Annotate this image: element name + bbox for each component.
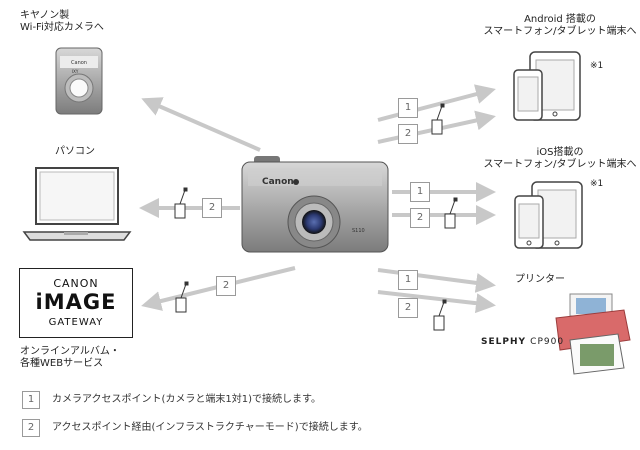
arrow-to-android-1 (377, 84, 496, 122)
badge-android-1: 1 (398, 98, 418, 118)
note-android: ※1 (590, 61, 604, 71)
badge-ios-1: 1 (410, 182, 430, 202)
printer-brand-name: SELPHY (481, 337, 527, 347)
arrow-to-wifi-camera (141, 97, 261, 152)
badge-printer-1: 1 (398, 270, 418, 290)
laptop-image (22, 167, 132, 241)
small-camera-brand: Canon (71, 60, 87, 66)
access-point-icon (433, 299, 447, 331)
arrow-to-printer-2 (377, 290, 496, 314)
printer-image (555, 293, 631, 375)
image-gateway-logo: CANON iMAGE GATEWAY (19, 268, 133, 338)
badge-ios-2: 2 (410, 208, 430, 228)
access-point-icon (175, 281, 189, 313)
small-camera-logo: IXY (72, 69, 79, 74)
badge-printer-2: 2 (398, 298, 418, 318)
badge-gateway: 2 (216, 276, 236, 296)
label-gateway-caption: オンラインアルバム・ 各種WEBサービス (20, 346, 120, 369)
printer-brand-model: CP900 (530, 337, 565, 347)
legend-text-1: カメラアクセスポイント(カメラと端末1対1)で接続します。 (52, 394, 322, 405)
badge-android-2: 2 (398, 124, 418, 144)
camera-brand: Canon (262, 177, 294, 187)
gateway-line1: CANON (53, 277, 99, 290)
camera-model: S110 (352, 228, 365, 234)
legend-text-2: アクセスポイント経由(インフラストラクチャーモード)で接続します。 (52, 422, 368, 433)
ios-devices-image (514, 181, 583, 249)
label-ios: iOS搭載の スマートフォン/タブレット端末へ (483, 147, 637, 170)
printer-brand: SELPHY CP900 (481, 337, 564, 347)
label-android: Android 搭載の スマートフォン/タブレット端末へ (483, 14, 637, 37)
note-ios: ※1 (590, 179, 604, 189)
gateway-line2: iMAGE (35, 290, 117, 314)
access-point-icon (174, 187, 188, 219)
legend-num-1: 1 (22, 391, 40, 409)
access-point-icon (444, 197, 458, 229)
wifi-camera-image: Canon IXY (55, 47, 103, 115)
label-printer: プリンター (515, 274, 565, 285)
legend-num-2: 2 (22, 419, 40, 437)
access-point-icons (174, 103, 458, 331)
arrow-to-printer-1 (377, 268, 496, 293)
main-camera-image: Canon S110 (241, 156, 389, 253)
access-point-icon (431, 103, 445, 135)
gateway-line3: GATEWAY (48, 317, 104, 328)
android-devices-image (513, 51, 581, 121)
label-wifi-camera: キヤノン製 Wi-Fi対応カメラへ (20, 10, 104, 33)
badge-pc: 2 (202, 198, 222, 218)
label-pc: パソコン (55, 146, 95, 157)
